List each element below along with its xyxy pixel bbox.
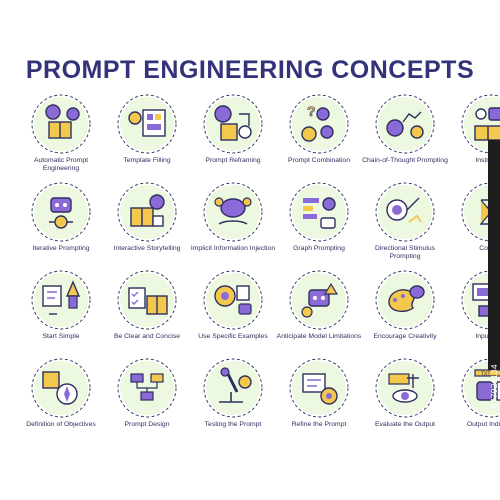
concept-label: Template Filling: [123, 157, 171, 164]
icon-grid: Automatic Prompt Engineering Template Fil…: [18, 92, 500, 448]
concept-label: Iterative Prompting: [32, 245, 90, 252]
concept-label: Implicit Information Injection: [190, 245, 276, 252]
instruction-icon: [461, 94, 500, 154]
concept-item: Prompt Design: [104, 356, 190, 448]
microscope-icon: [203, 358, 263, 418]
gear-book-icon: [31, 94, 91, 154]
concept-item: Chain-of-Thought Prompting: [362, 92, 448, 180]
target-icon: [375, 182, 435, 242]
concept-label: Output Indicator: [466, 421, 500, 428]
storytelling-icon: [117, 182, 177, 242]
checklist-book-icon: [117, 270, 177, 330]
concept-label: Anticipate Model Limitations: [276, 333, 362, 340]
concept-item: Testing the Prompt: [190, 356, 276, 448]
page-title: PROMPT ENGINEERING CONCEPTS: [25, 56, 475, 84]
stock-id: 877921134: [490, 364, 499, 408]
concept-item: TXT Output Indicator: [448, 356, 500, 448]
concept-label: Encourage Creativity: [373, 333, 437, 340]
rocket-icon: [31, 270, 91, 330]
concept-item: Directional Stimulus Prompting: [362, 180, 448, 268]
concept-label: Prompt Combination: [288, 157, 350, 164]
concept-label: Start Simple: [42, 333, 80, 340]
concept-item: Start Simple: [18, 268, 104, 356]
ruler-robot-icon: TXT: [461, 358, 500, 418]
robot-warning-icon: [289, 270, 349, 330]
concept-item: Anticipate Model Limitations: [276, 268, 362, 356]
concept-item: Interactive Storytelling: [104, 180, 190, 268]
concept-label: Graph Prompting: [293, 245, 345, 252]
brain-hand-icon: [203, 182, 263, 242]
concept-label: Prompt Design: [124, 421, 170, 428]
concept-item: Prompt Reframing: [190, 92, 276, 180]
concept-label: Directional Stimulus Prompting: [374, 245, 436, 260]
refine-icon: [289, 358, 349, 418]
concept-item: Encourage Creativity: [362, 268, 448, 356]
concept-item: Be Clear and Concise: [104, 268, 190, 356]
svg-text:?: ?: [307, 103, 316, 119]
graph-icon: [289, 182, 349, 242]
concept-label: Input Data: [475, 333, 500, 340]
concept-label: Evaluate the Output: [374, 421, 436, 428]
concept-item: Evaluate the Output: [362, 356, 448, 448]
chain-of-thought-icon: [375, 94, 435, 154]
concept-item: Graph Prompting: [276, 180, 362, 268]
concept-item: Implicit Information Injection: [190, 180, 276, 268]
concept-label: Chain-of-Thought Prompting: [362, 157, 448, 164]
eye-scale-icon: [375, 358, 435, 418]
concept-label: Prompt Reframing: [205, 157, 261, 164]
concept-item: Iterative Prompting: [18, 180, 104, 268]
reframing-icon: [203, 94, 263, 154]
concept-label: Interactive Storytelling: [113, 245, 181, 252]
svg-text:TXT: TXT: [481, 372, 490, 378]
concept-label: Refine the Prompt: [291, 421, 347, 428]
combination-icon: ?: [289, 94, 349, 154]
concept-label: Automatic Prompt Engineering: [33, 157, 89, 172]
compass-icon: [31, 358, 91, 418]
concept-item: ? Prompt Combination: [276, 92, 362, 180]
concept-item: Instruction: [448, 92, 500, 180]
template-icon: [117, 94, 177, 154]
stock-watermark-bar: [488, 140, 500, 370]
concept-label: Use Specific Examples: [198, 333, 268, 340]
flowchart-icon: [117, 358, 177, 418]
concept-label: Be Clear and Concise: [113, 333, 181, 340]
concept-item: Automatic Prompt Engineering: [18, 92, 104, 180]
concept-label: Definition of Objectives: [26, 421, 96, 428]
concept-item: Refine the Prompt: [276, 356, 362, 448]
concept-item: Use Specific Examples: [190, 268, 276, 356]
concept-item: Definition of Objectives: [18, 356, 104, 448]
concept-label: Testing the Prompt: [204, 421, 262, 428]
iterative-icon: [31, 182, 91, 242]
concept-label: Instruction: [448, 157, 500, 165]
palette-icon: [375, 270, 435, 330]
examples-icon: [203, 270, 263, 330]
concept-item: Template Filling: [104, 92, 190, 180]
